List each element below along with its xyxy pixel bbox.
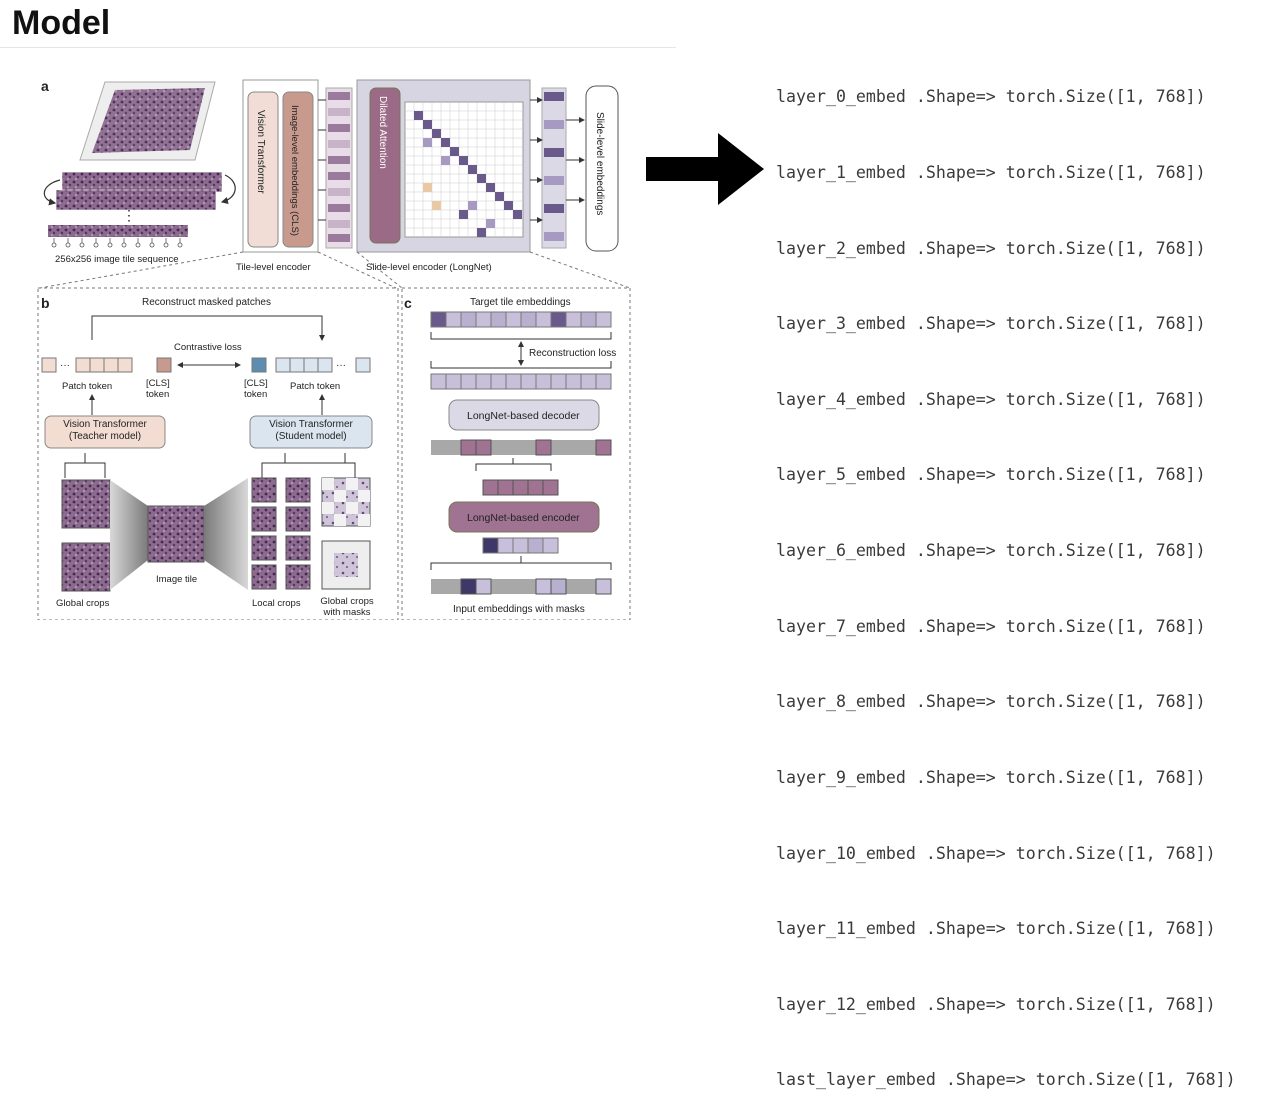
student-patch-tokens	[275, 357, 371, 373]
teacher-model-label: Vision Transformer (Teacher model)	[63, 419, 147, 442]
code-line: layer_0_embed .Shape=> torch.Size([1, 76…	[776, 87, 1206, 107]
masked-global-crops-label: Global crops with masks	[320, 596, 374, 618]
tile-sequence-caption: 256x256 image tile sequence	[55, 254, 179, 265]
dilated-attention-block	[369, 87, 401, 244]
target-embeddings-label: Target tile embeddings	[470, 297, 571, 308]
reconstruction-loss-label: Reconstruction loss	[529, 348, 616, 359]
dilated-attention-label: Dilated Attention	[377, 96, 388, 169]
slide-output-arrows	[530, 97, 585, 223]
code-line: layer_1_embed .Shape=> torch.Size([1, 76…	[776, 163, 1206, 183]
teacher-patch-tokens	[41, 357, 133, 373]
decoded-embeddings-row	[430, 373, 612, 390]
code-line: layer_2_embed .Shape=> torch.Size([1, 76…	[776, 238, 1206, 258]
tile-loop-arrow-right	[220, 174, 236, 205]
panel-b-label: b	[41, 295, 50, 311]
encoder-output-bracket	[475, 458, 552, 471]
output-bracket	[430, 361, 612, 369]
image-tile	[147, 505, 205, 563]
masked-input-row	[431, 578, 612, 595]
tile-embedding-stack	[325, 87, 353, 249]
tile-strip-3	[48, 225, 188, 237]
input-embeddings-label: Input embeddings with masks	[453, 604, 585, 615]
tile-sequence-pins	[51, 238, 183, 248]
right-arrow-icon	[646, 133, 764, 205]
code-line: layer_3_embed .Shape=> torch.Size([1, 76…	[776, 314, 1206, 334]
code-line: layer_10_embed .Shape=> torch.Size([1, 7…	[776, 843, 1216, 863]
local-crops-label: Local crops	[252, 598, 301, 609]
code-line: layer_7_embed .Shape=> torch.Size([1, 76…	[776, 616, 1206, 636]
panel-a-label: a	[41, 78, 49, 94]
student-input-bracket	[261, 453, 356, 478]
teacher-patch-token-label: Patch token	[62, 381, 112, 392]
encoder-input-tokens	[482, 537, 559, 554]
longnet-decoder-label: LongNet-based decoder	[467, 410, 580, 422]
reconstruct-arrow	[91, 315, 325, 341]
slide-title: Model	[12, 4, 111, 42]
title-divider	[0, 47, 676, 48]
encoder-output-row	[482, 479, 559, 496]
panel-b-frame	[37, 287, 399, 620]
student-model-box	[249, 415, 373, 449]
teacher-input-bracket	[64, 453, 106, 478]
code-line: last_layer_embed .Shape=> torch.Size([1,…	[776, 1070, 1236, 1090]
student-patch-token-label: Patch token	[290, 381, 340, 392]
contrastive-loss-label: Contrastive loss	[174, 342, 242, 353]
model-architecture-figure: a ⋮ 256x256 image tile sequence Vision T…	[37, 78, 631, 620]
cls-embedding-block	[282, 91, 314, 248]
code-line: layer_6_embed .Shape=> torch.Size([1, 76…	[776, 541, 1206, 561]
tile-strip-1	[61, 171, 223, 193]
funnel-left	[110, 480, 148, 590]
local-crops	[251, 477, 311, 590]
panel-c-frame	[401, 287, 631, 620]
code-line: layer_12_embed .Shape=> torch.Size([1, 7…	[776, 994, 1216, 1014]
longnet-decoder-box	[448, 399, 600, 431]
global-crops-label: Global crops	[56, 598, 110, 609]
tile-encoder-caption: Tile-level encoder	[236, 262, 311, 273]
global-crop-1	[61, 479, 111, 529]
slide-embeddings-label: Slide-level embeddings	[594, 112, 605, 215]
masked-global-crop-1	[321, 477, 371, 527]
student-patch-ellipsis: ···	[336, 360, 346, 371]
panel-c-label: c	[404, 295, 412, 311]
image-tile-label: Image tile	[156, 574, 197, 585]
longnet-encoder-box	[448, 501, 600, 533]
slide-embedding-stack	[541, 87, 567, 249]
target-embeddings-row	[430, 311, 612, 328]
teacher-cls-token	[156, 357, 172, 373]
slide-embeddings-block	[585, 85, 619, 252]
student-cls-token	[251, 357, 267, 373]
teacher-model-box	[44, 415, 166, 449]
vit-label: Vision Transformer	[255, 110, 266, 194]
input-bracket	[430, 556, 612, 570]
funnel-right	[204, 478, 248, 590]
code-line: layer_8_embed .Shape=> torch.Size([1, 76…	[776, 692, 1206, 712]
student-cls-label: [CLS] token	[244, 378, 268, 400]
cls-embedding-label: Image-level embeddings (CLS)	[289, 105, 300, 236]
code-line: layer_4_embed .Shape=> torch.Size([1, 76…	[776, 389, 1206, 409]
code-line: layer_5_embed .Shape=> torch.Size([1, 76…	[776, 465, 1206, 485]
tile-strip-2	[55, 189, 217, 211]
decoder-input-row	[431, 439, 612, 456]
reconstruct-label: Reconstruct masked patches	[142, 297, 271, 308]
code-line: layer_11_embed .Shape=> torch.Size([1, 7…	[776, 919, 1216, 939]
teacher-cls-label: [CLS] token	[146, 378, 170, 400]
slide-encoder-caption: Slide-level encoder (LongNet)	[366, 262, 492, 273]
vit-block	[247, 91, 279, 248]
target-bracket	[430, 332, 612, 340]
embedding-shapes-output: layer_0_embed .Shape=> torch.Size([1, 76…	[776, 34, 1236, 1118]
teacher-patch-ellipsis: ···	[60, 360, 70, 371]
zoom-connectors	[39, 251, 631, 289]
encoder-arrows	[318, 99, 326, 221]
ellipsis: ⋮	[122, 207, 136, 223]
masked-global-crop-2	[321, 540, 371, 590]
attention-matrix	[404, 101, 524, 238]
tile-loop-arrow-left	[43, 179, 61, 206]
code-line: layer_9_embed .Shape=> torch.Size([1, 76…	[776, 767, 1206, 787]
whole-slide-image	[79, 81, 216, 161]
global-crop-2	[61, 542, 111, 592]
student-model-label: Vision Transformer (Student model)	[269, 419, 353, 442]
longnet-encoder-label: LongNet-based encoder	[467, 512, 580, 524]
